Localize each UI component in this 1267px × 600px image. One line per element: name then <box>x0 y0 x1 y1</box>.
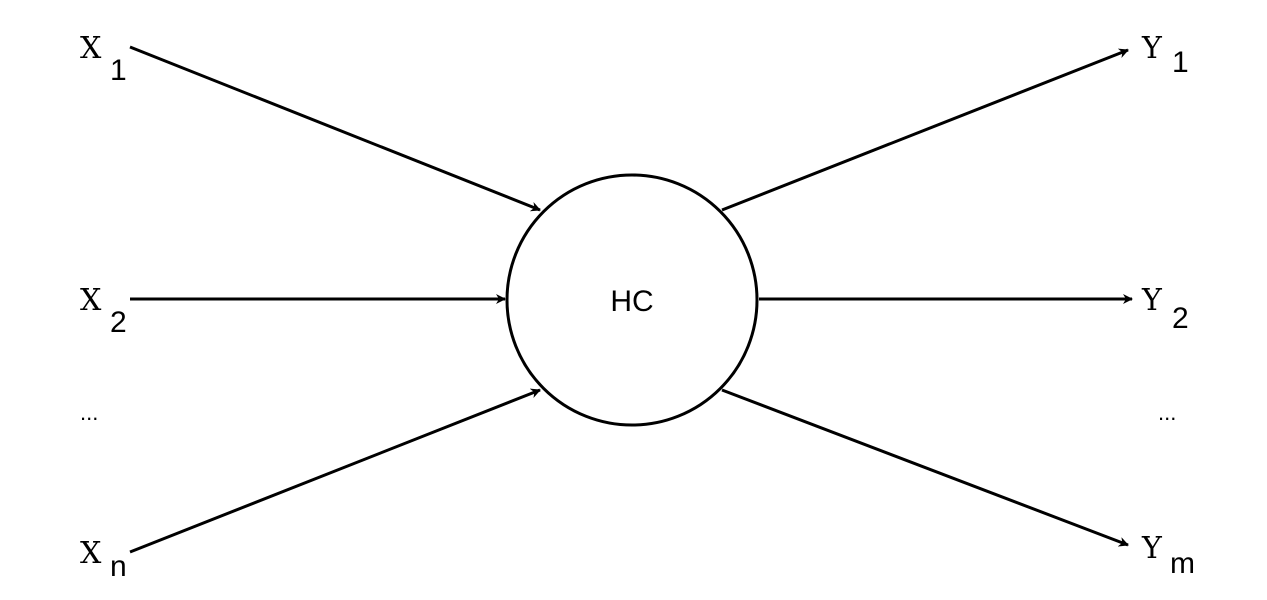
hc-node-label: HC <box>610 285 653 318</box>
svg-text:X: X <box>80 536 102 571</box>
svg-text:m: m <box>1170 547 1195 580</box>
svg-text:Y: Y <box>1141 531 1163 566</box>
svg-text:1: 1 <box>1172 46 1189 79</box>
input-ellipsis: ... <box>80 400 98 425</box>
svg-text:1: 1 <box>110 54 127 87</box>
edge-hc-to-y1 <box>721 48 1129 212</box>
input-label-xn: X n <box>80 536 127 583</box>
svg-text:X: X <box>80 31 102 66</box>
svg-text:n: n <box>110 550 127 583</box>
output-ellipsis: ... <box>1158 400 1176 425</box>
input-label-x2: X 2 <box>80 283 127 339</box>
input-label-x1: X 1 <box>80 31 127 87</box>
edge-hc-to-ym <box>721 388 1129 547</box>
svg-text:Y: Y <box>1141 31 1163 66</box>
svg-text:Y: Y <box>1141 283 1163 318</box>
edge-x1-to-hc <box>129 45 541 212</box>
svg-text:X: X <box>80 283 102 318</box>
svg-text:2: 2 <box>1172 302 1189 335</box>
hc-node <box>505 173 759 427</box>
output-label-y2: Y 2 <box>1141 283 1189 335</box>
output-label-y1: Y 1 <box>1141 31 1189 79</box>
edge-xn-to-hc <box>129 388 541 554</box>
svg-text:2: 2 <box>110 306 127 339</box>
output-label-ym: Y m <box>1141 531 1195 580</box>
